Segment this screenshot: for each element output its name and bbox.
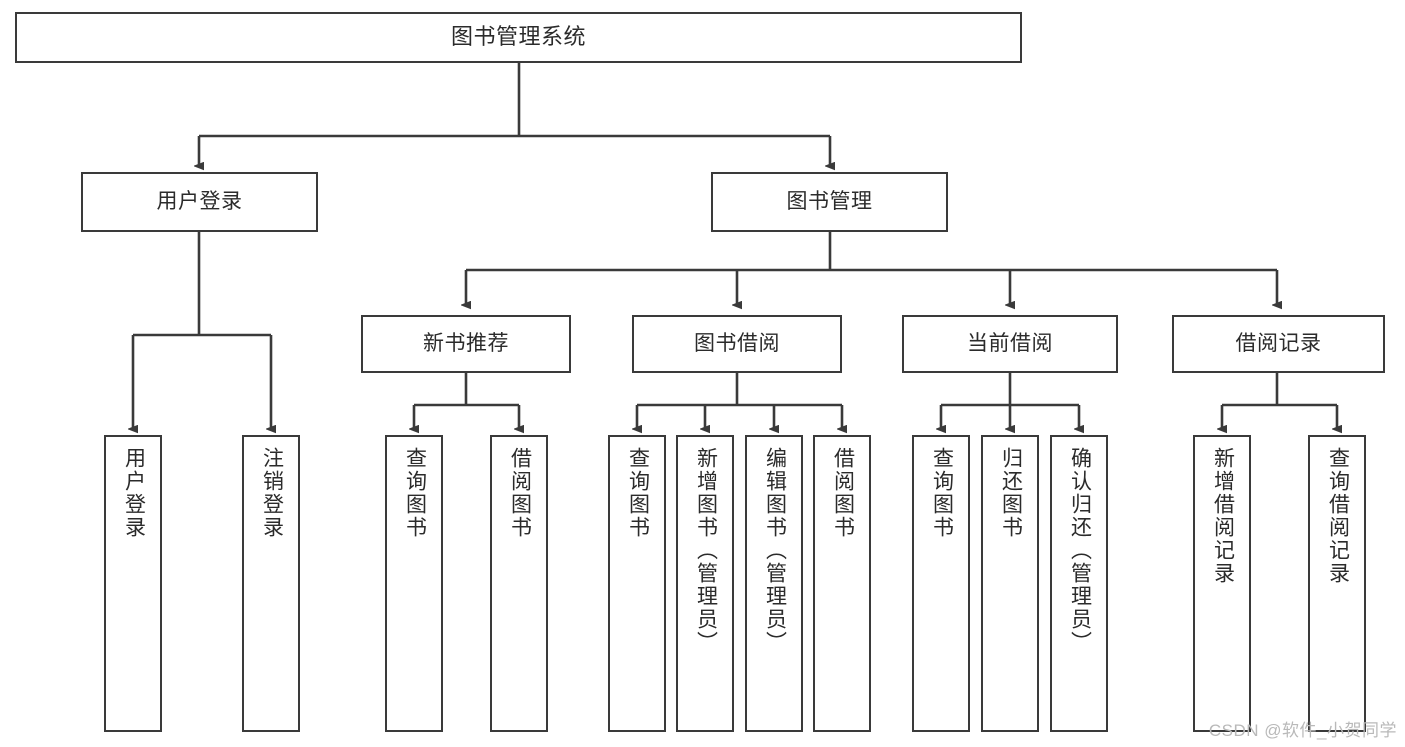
node-label: 新增借阅记录 xyxy=(1211,447,1235,585)
node-label: 新书推荐 xyxy=(423,331,509,355)
node-label: 新增图书（管理员） xyxy=(694,447,718,654)
leaf-current-borrow-query-book[interactable]: 查询图书 xyxy=(912,435,970,732)
leaf-book-borrow-add-book-admin[interactable]: 新增图书（管理员） xyxy=(676,435,734,732)
node-label: 注销登录 xyxy=(260,447,284,539)
leaf-user-login-logout[interactable]: 注销登录 xyxy=(242,435,300,732)
node-label: 借阅记录 xyxy=(1235,331,1322,355)
node-new-book-recommend[interactable]: 新书推荐 xyxy=(361,315,571,373)
node-label: 借阅图书 xyxy=(831,447,855,539)
node-book-management[interactable]: 图书管理 xyxy=(711,172,948,232)
node-label: 当前借阅 xyxy=(967,331,1053,355)
leaf-current-borrow-confirm-return-admin[interactable]: 确认归还（管理员） xyxy=(1050,435,1108,732)
node-label: 用户登录 xyxy=(156,189,243,213)
leaf-new-book-query-book[interactable]: 查询图书 xyxy=(385,435,443,732)
leaf-new-book-borrow-book[interactable]: 借阅图书 xyxy=(490,435,548,732)
leaf-book-borrow-query-book[interactable]: 查询图书 xyxy=(608,435,666,732)
node-label: 归还图书 xyxy=(999,447,1023,539)
node-book-borrow[interactable]: 图书借阅 xyxy=(632,315,842,373)
node-root-book-management-system[interactable]: 图书管理系统 xyxy=(15,12,1022,63)
node-label: 借阅图书 xyxy=(508,447,532,539)
leaf-book-borrow-edit-book-admin[interactable]: 编辑图书（管理员） xyxy=(745,435,803,732)
leaf-book-borrow-borrow-book[interactable]: 借阅图书 xyxy=(813,435,871,732)
node-label: 图书管理 xyxy=(786,189,873,213)
node-label: 查询借阅记录 xyxy=(1326,447,1350,585)
node-label: 用户登录 xyxy=(122,447,146,539)
leaf-user-login-user-login[interactable]: 用户登录 xyxy=(104,435,162,732)
node-current-borrow[interactable]: 当前借阅 xyxy=(902,315,1118,373)
node-label: 查询图书 xyxy=(403,447,427,539)
node-label: 查询图书 xyxy=(626,447,650,539)
node-label: 确认归还（管理员） xyxy=(1068,447,1092,654)
node-label: 编辑图书（管理员） xyxy=(763,447,787,654)
node-user-login[interactable]: 用户登录 xyxy=(81,172,318,232)
leaf-current-borrow-return-book[interactable]: 归还图书 xyxy=(981,435,1039,732)
leaf-borrow-record-query-record[interactable]: 查询借阅记录 xyxy=(1308,435,1366,732)
node-borrow-record[interactable]: 借阅记录 xyxy=(1172,315,1385,373)
node-label: 图书借阅 xyxy=(694,331,780,355)
node-label: 图书管理系统 xyxy=(450,24,586,50)
node-label: 查询图书 xyxy=(930,447,954,539)
leaf-borrow-record-add-record[interactable]: 新增借阅记录 xyxy=(1193,435,1251,732)
